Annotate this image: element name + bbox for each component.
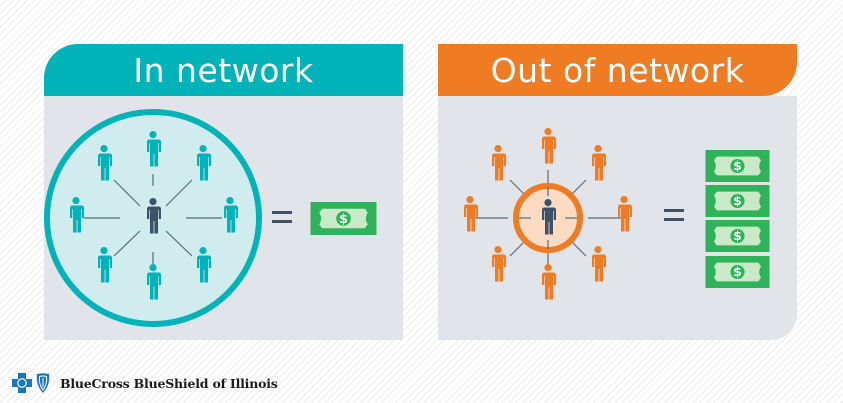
money-bill-icon xyxy=(310,202,377,235)
person-icon xyxy=(492,145,506,181)
out-of-network-title: Out of network xyxy=(438,44,797,96)
person-icon xyxy=(542,264,556,300)
brand-name: BlueCross BlueShield of Illinois xyxy=(60,375,278,391)
person-icon xyxy=(492,246,506,282)
in-network-title: In network xyxy=(44,44,403,96)
out-of-network-diagram: $ xyxy=(464,128,770,300)
in-network-panel: In network $ xyxy=(44,44,403,340)
money-bill-icon xyxy=(705,150,770,182)
equals-icon xyxy=(272,211,292,223)
footer-logo: BlueCross BlueShield of Illinois xyxy=(12,372,278,394)
money-bill-icon xyxy=(705,185,770,217)
person-icon xyxy=(618,196,632,232)
bcbs-logo-icon xyxy=(12,373,50,393)
in-network-diagram: $ xyxy=(44,109,377,327)
equals-icon xyxy=(664,209,684,221)
money-bill-icon xyxy=(705,220,770,252)
out-of-network-panel: Out of network $ xyxy=(438,44,797,340)
money-bill-icon xyxy=(705,256,770,288)
person-icon xyxy=(464,196,478,232)
person-icon xyxy=(592,246,606,282)
person-icon xyxy=(542,128,556,164)
connection-lines xyxy=(84,174,222,264)
person-icon xyxy=(592,145,606,181)
